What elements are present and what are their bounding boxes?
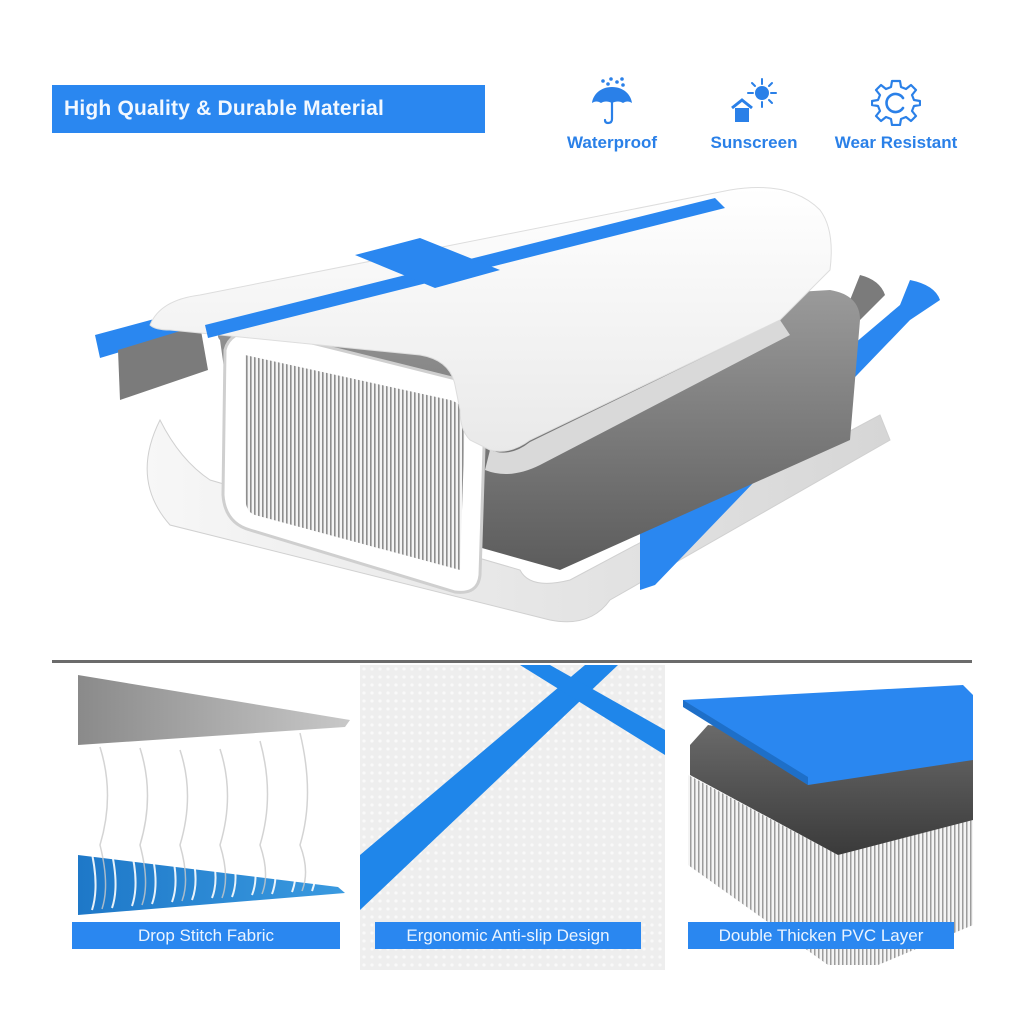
gear-icon [868, 75, 924, 127]
house-sun-icon [726, 75, 782, 127]
feature-label: Waterproof [566, 133, 658, 152]
header-banner: High Quality & Durable Material [52, 85, 485, 133]
caption-drop-stitch: Drop Stitch Fabric [72, 922, 340, 949]
header-title: High Quality & Durable Material [64, 97, 385, 120]
feature-label: Sunscreen [710, 133, 798, 152]
feature-sunscreen: Sunscreen [698, 75, 810, 153]
feature-wear-resistant: Wear Resistant [818, 75, 974, 153]
panel-pvc-layer [678, 665, 973, 965]
caption-anti-slip: Ergonomic Anti-slip Design [375, 922, 641, 949]
caption-pvc-layer: Double Thicken PVC Layer [688, 922, 954, 949]
feature-waterproof: Waterproof [552, 75, 672, 153]
panel-anti-slip [360, 665, 665, 970]
caption-text: Double Thicken PVC Layer [718, 925, 924, 945]
umbrella-rain-icon [584, 75, 640, 127]
mat-exploded-illustration [90, 180, 970, 630]
caption-text: Drop Stitch Fabric [137, 925, 275, 945]
section-divider [52, 660, 972, 663]
feature-label: Wear Resistant [834, 133, 958, 152]
panel-drop-stitch [70, 665, 350, 950]
caption-text: Ergonomic Anti-slip Design [406, 925, 610, 945]
